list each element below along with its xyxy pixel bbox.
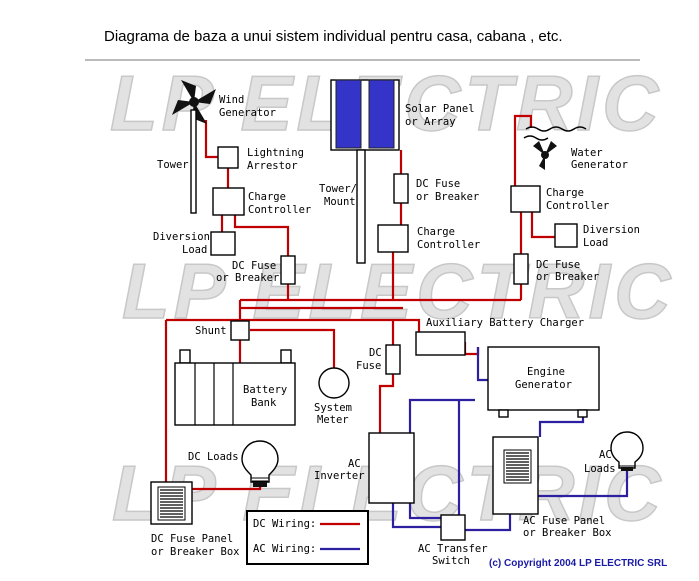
wind-tower xyxy=(190,109,197,214)
dc-fuse-mid-label-1: DC xyxy=(369,347,382,359)
dc-loads-bulb: DC Loads xyxy=(188,440,279,487)
water-charge-controller-label-1: Charge xyxy=(546,187,584,199)
ac-fuse-panel: AC Fuse Panel or Breaker Box xyxy=(492,436,612,539)
dc-fuse-left-label-1: DC Fuse xyxy=(232,260,276,272)
wind-charge-controller-label-2: Controller xyxy=(248,204,311,216)
water-generator-label-1: Water xyxy=(571,147,603,159)
turbine-blade-2 xyxy=(194,89,216,104)
dc-fuse-right-label-2: or Breaker xyxy=(536,271,599,283)
dc-panel-label-2: or Breaker Box xyxy=(151,546,240,558)
water-generator: Water Generator xyxy=(523,126,628,171)
water-turbine-blade-2 xyxy=(545,141,557,155)
solar-cell-right xyxy=(368,79,395,149)
system-meter-label-1: System xyxy=(314,402,352,414)
diversion-load-right xyxy=(554,223,578,248)
turbine-blade-4 xyxy=(172,100,194,115)
legend-ac-label: AC Wiring: xyxy=(253,543,316,555)
dc-fuse-mid xyxy=(385,344,401,375)
lightning-arrestor xyxy=(217,146,239,169)
water-generator-label-2: Generator xyxy=(571,159,628,171)
battery-bank-label-2: Bank xyxy=(251,397,277,409)
engine-generator-label-2: Generator xyxy=(515,379,572,391)
lightning-arrestor-label-1: Lightning xyxy=(247,147,304,159)
tower-mount-label-1: Tower/ xyxy=(319,183,357,195)
watermark-middle: LP ELECTRIC xyxy=(122,247,674,335)
aux-battery-charger xyxy=(415,331,466,356)
engine-generator: Engine Generator xyxy=(487,346,600,418)
solar-charge-controller-label-2: Controller xyxy=(417,239,480,251)
diversion-load-right-label-1: Diversion xyxy=(583,224,640,236)
ac-wiring xyxy=(391,347,629,532)
ac-transfer-switch xyxy=(440,514,466,541)
engine-generator-label-1: Engine xyxy=(527,366,565,378)
water-waves xyxy=(525,126,587,132)
shunt-label: Shunt xyxy=(195,325,227,337)
transfer-switch-label-1: AC Transfer xyxy=(418,543,488,555)
wind-generator-label-2: Generator xyxy=(219,107,276,119)
wiring-legend: DC Wiring: AC Wiring: xyxy=(246,510,369,565)
ac-loads-label-2: Loads xyxy=(584,463,616,475)
battery-terminal-left xyxy=(179,349,191,364)
dc-fuse-panel: DC Fuse Panel or Breaker Box xyxy=(150,481,240,558)
solar-cell-left xyxy=(335,79,362,149)
solar-dc-fuse-label-1: DC Fuse xyxy=(416,178,460,190)
water-charge-controller xyxy=(510,185,541,213)
solar-mount-pole xyxy=(356,149,366,264)
transfer-switch-label-2: Switch xyxy=(432,555,470,567)
ac-panel-label-1: AC Fuse Panel xyxy=(523,515,605,527)
wind-generator-label-1: Wind xyxy=(219,94,244,106)
dc-wiring xyxy=(164,114,555,491)
water-charge-controller-label-2: Controller xyxy=(546,200,609,212)
generator-foot-right xyxy=(577,409,588,418)
dc-loads-label: DC Loads xyxy=(188,451,239,463)
shunt xyxy=(230,320,250,341)
ac-inverter xyxy=(368,432,415,504)
wind-charge-controller xyxy=(212,187,245,216)
solar-panel-label-1: Solar Panel xyxy=(405,103,475,115)
wind-generator: Wind Generator Tower xyxy=(157,80,276,214)
battery-bank-label-1: Battery xyxy=(243,384,287,396)
solar-dc-fuse-label-2: or Breaker xyxy=(416,191,479,203)
water-turbine-blade-1 xyxy=(533,141,545,155)
dc-fuse-mid-label-2: Fuse xyxy=(356,360,381,372)
lightning-arrestor-label-2: Arrestor xyxy=(247,160,298,172)
solar-panel-label-2: or Array xyxy=(405,116,456,128)
aux-charger-label: Auxiliary Battery Charger xyxy=(426,317,584,329)
generator-foot-left xyxy=(498,409,509,418)
tower-mount-label-2: Mount xyxy=(324,196,356,208)
diagram-title: Diagrama de baza a unui sistem individua… xyxy=(104,28,563,45)
tower-label: Tower xyxy=(157,159,189,171)
turbine-blade-1 xyxy=(181,80,196,102)
legend-dc-label: DC Wiring: xyxy=(253,518,316,530)
dc-fuse-right xyxy=(513,253,529,285)
solar-dc-fuse xyxy=(393,173,409,204)
diversion-load-left-label-1: Diversion xyxy=(153,231,210,243)
water-turbine-blade-3 xyxy=(539,155,545,170)
system-meter xyxy=(318,367,350,399)
ac-loads-bulb: AC Loads xyxy=(584,431,644,475)
ac-inverter-label-2: Inverter xyxy=(314,470,365,482)
dc-fuse-left xyxy=(280,255,296,285)
ac-panel-label-2: or Breaker Box xyxy=(523,527,612,539)
battery-bank: Battery Bank xyxy=(174,349,296,426)
ac-inverter-label-1: AC xyxy=(348,458,361,470)
ac-loads-label-1: AC xyxy=(599,449,612,461)
system-meter-label-2: Meter xyxy=(317,414,349,426)
turbine-hub xyxy=(189,97,199,107)
diversion-load-left-label-2: Load xyxy=(182,244,207,256)
diversion-load-left xyxy=(210,231,236,256)
solar-charge-controller-label-1: Charge xyxy=(417,226,455,238)
dc-fuse-left-label-2: or Breaker xyxy=(216,272,279,284)
dc-panel-label-1: DC Fuse Panel xyxy=(151,533,233,545)
wind-charge-controller-label-1: Charge xyxy=(248,191,286,203)
diversion-load-right-label-2: Load xyxy=(583,237,608,249)
battery-terminal-right xyxy=(280,349,292,364)
copyright-text: (c) Copyright 2004 LP ELECTRIC SRL xyxy=(489,558,667,569)
water-turbine-hub xyxy=(541,151,549,159)
dc-fuse-right-label-1: DC Fuse xyxy=(536,259,580,271)
solar-panel: Solar Panel or Array Tower/ Mount xyxy=(319,79,475,264)
solar-charge-controller xyxy=(377,224,409,253)
